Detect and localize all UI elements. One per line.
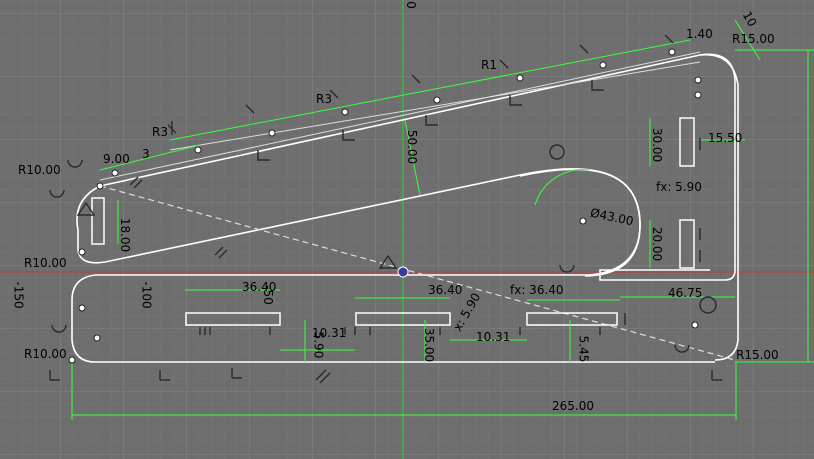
slot-rect-left-vert[interactable] — [91, 197, 105, 245]
lower-profile[interactable] — [71, 274, 715, 363]
dim-20[interactable]: 20.00 — [650, 226, 665, 262]
slot-rect-mid[interactable] — [355, 312, 451, 326]
constraint-glyphs — [49, 34, 722, 384]
dim-10-31-right[interactable]: 10.31 — [476, 330, 511, 344]
construction-top-2 — [169, 61, 701, 151]
origin-marker[interactable] — [397, 266, 409, 278]
dim-1-40[interactable]: 1.40 — [686, 27, 713, 41]
sketch-points[interactable] — [68, 48, 702, 364]
slot-rect-vert-bottom[interactable] — [679, 219, 695, 269]
dim-r1[interactable]: R1 — [481, 58, 497, 72]
dim-r15-bottom[interactable]: R15.00 — [736, 348, 779, 362]
dim-r15-top[interactable]: R15.00 — [732, 32, 775, 46]
dim-50[interactable]: 50.00 — [405, 129, 420, 165]
dim-r3-b[interactable]: R3 — [152, 125, 168, 139]
dim-fx-36-40[interactable]: fx: 36.40 — [510, 283, 564, 297]
slot-rect-right[interactable] — [526, 312, 618, 326]
dim-3[interactable]: 3 — [142, 147, 150, 161]
dim-5-90-vert[interactable]: 5.90 — [311, 331, 326, 359]
dim-r3[interactable]: R3 — [316, 92, 332, 106]
y-axis-zero-label: 0 — [403, 1, 418, 9]
dim-46-75[interactable]: 46.75 — [668, 286, 703, 300]
dim-fx-5-90[interactable]: fx: 5.90 — [656, 180, 702, 194]
dim-18[interactable]: 18.00 — [118, 217, 133, 253]
dim-r10-c[interactable]: R10.00 — [24, 347, 67, 361]
dim-15-50[interactable]: 15.50 — [708, 131, 743, 145]
construction-top — [99, 51, 701, 181]
outer-right-edge[interactable] — [699, 54, 739, 361]
dim-5-45[interactable]: 5.45 — [576, 335, 591, 363]
x-axis-label-neg100: -100 — [139, 281, 154, 309]
dim-265[interactable]: 265.00 — [552, 399, 594, 413]
dim-35[interactable]: 35.00 — [422, 327, 437, 363]
dim-r10-a[interactable]: R10.00 — [18, 163, 61, 177]
round-slot[interactable] — [519, 168, 641, 277]
dimension-lines — [71, 19, 814, 420]
slot-rect-vert-top[interactable] — [679, 117, 695, 167]
dim-9-00[interactable]: 9.00 — [103, 152, 130, 166]
dim-10-31-left[interactable]: 10.31 — [312, 326, 347, 340]
slot-rect-left[interactable] — [185, 312, 281, 326]
dim-30[interactable]: 30.00 — [650, 127, 665, 163]
x-axis-label-neg150: -150 — [11, 281, 26, 309]
dim-36-40-left[interactable]: 36.40 — [242, 280, 277, 294]
dim-r10-b[interactable]: R10.00 — [24, 256, 67, 270]
dim-36-40-mid[interactable]: 36.40 — [428, 283, 463, 297]
